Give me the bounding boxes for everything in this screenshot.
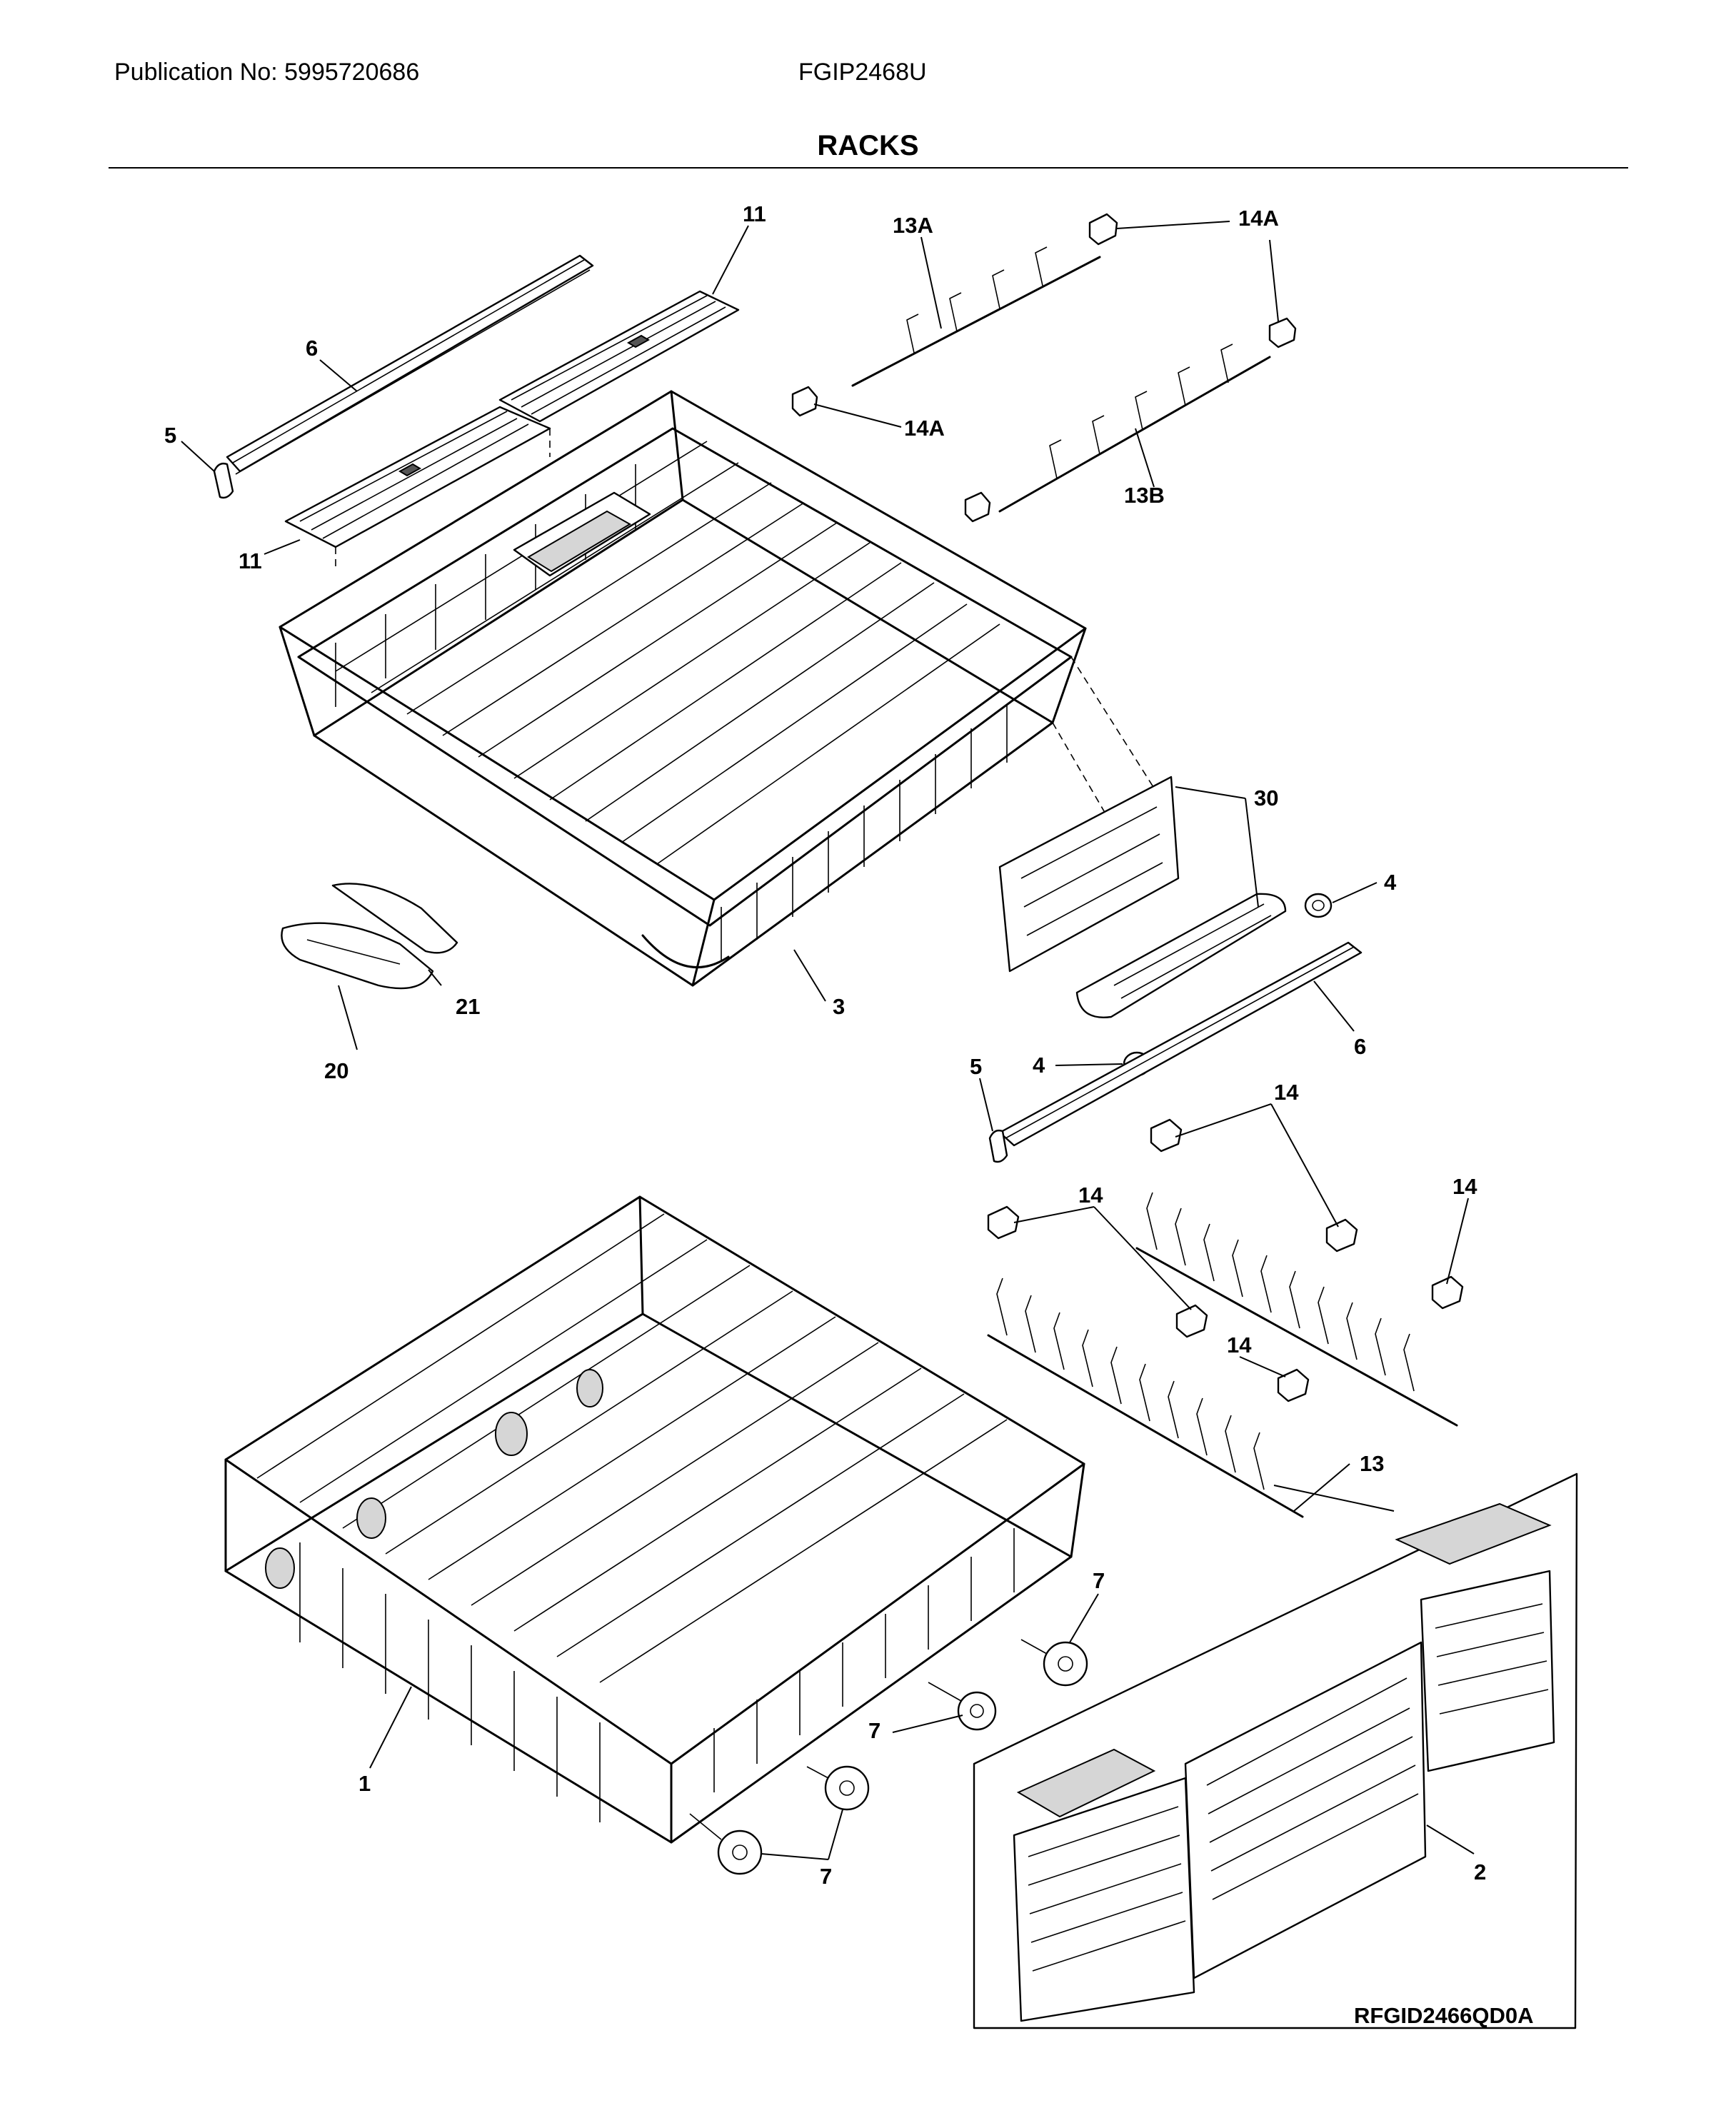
lower-rack-wheel-c [806,1765,870,1811]
leader-lines [181,221,1475,1860]
callout-3: 3 [833,994,845,1019]
cup-shelf-lower [284,406,551,548]
model-number: FGIP2468U [798,59,927,86]
callout-2: 2 [1474,1859,1486,1884]
callout-7-a: 7 [1093,1568,1105,1593]
rack-handle-assembly [281,883,458,990]
callout-7-b: 7 [868,1718,880,1743]
callout-13B: 13B [1124,483,1165,508]
callout-14-c: 14 [1452,1174,1477,1199]
callout-7-c: 7 [820,1864,832,1889]
upper-rack [279,390,1087,987]
rail-end-cap-right [988,1129,1008,1163]
cup-shelf-upper [498,290,740,423]
callout-13: 13 [1360,1451,1384,1476]
lower-rack-wheel-a [1020,1639,1088,1687]
tine-clip-14-e [1277,1368,1310,1402]
lower-rack [224,1195,1085,1844]
publication-number: Publication No: 5995720686 [114,59,420,86]
upper-rail-left [226,254,594,475]
tine-clip-14-a [1150,1118,1183,1153]
lower-tine-row-front [987,1278,1304,1518]
callout-20: 20 [324,1058,348,1083]
callout-30: 30 [1254,786,1278,810]
rack-adjuster-assembly [998,776,1287,1018]
adjuster-bearing-right [1304,893,1333,918]
callout-13A: 13A [893,213,933,238]
callout-6-top: 6 [306,336,318,361]
callout-11-bottom: 11 [239,548,262,573]
rail-end-cap-left [213,462,234,499]
callout-4-right: 4 [1384,870,1397,895]
section-title: RACKS [817,130,919,161]
callout-1: 1 [358,1771,371,1796]
callout-14A-mid: 14A [904,416,945,441]
tine-clip-left [791,386,818,417]
callout-11-top: 11 [743,201,766,226]
upper-rail-right [998,941,1363,1147]
upper-tine-row-a [851,246,1101,387]
callout-4-bottom: 4 [1033,1053,1045,1078]
tine-clip-14-d [1175,1304,1208,1338]
lower-rack-wheel-d [689,1813,763,1875]
callout-5-bottom: 5 [970,1054,982,1079]
lower-rack-wheel-b [928,1682,997,1731]
diagram-code: RFGID2466QD0A [1354,2003,1534,2028]
tine-clip-14-b [1325,1218,1358,1253]
lower-tine-row-back [1135,1192,1458,1427]
tine-clip-top [1088,213,1118,246]
callout-14-b: 14 [1078,1183,1103,1208]
tine-clip-14-f [1431,1275,1464,1310]
upper-tine-row-b [998,343,1271,513]
tine-clip-right [1268,317,1297,348]
tine-clip-lower [964,491,991,523]
callout-14-d: 14 [1227,1332,1252,1357]
callout-14-a: 14 [1274,1080,1299,1105]
tine-clip-14-c [987,1205,1020,1240]
silverware-basket [1013,1502,1555,2022]
silverware-basket-inset-frame [973,1472,1578,2029]
callout-5-top: 5 [164,423,176,448]
callout-14A-top: 14A [1238,206,1279,231]
callout-6-bottom: 6 [1354,1034,1366,1059]
callout-21: 21 [456,994,480,1019]
header-rule [109,167,1628,169]
